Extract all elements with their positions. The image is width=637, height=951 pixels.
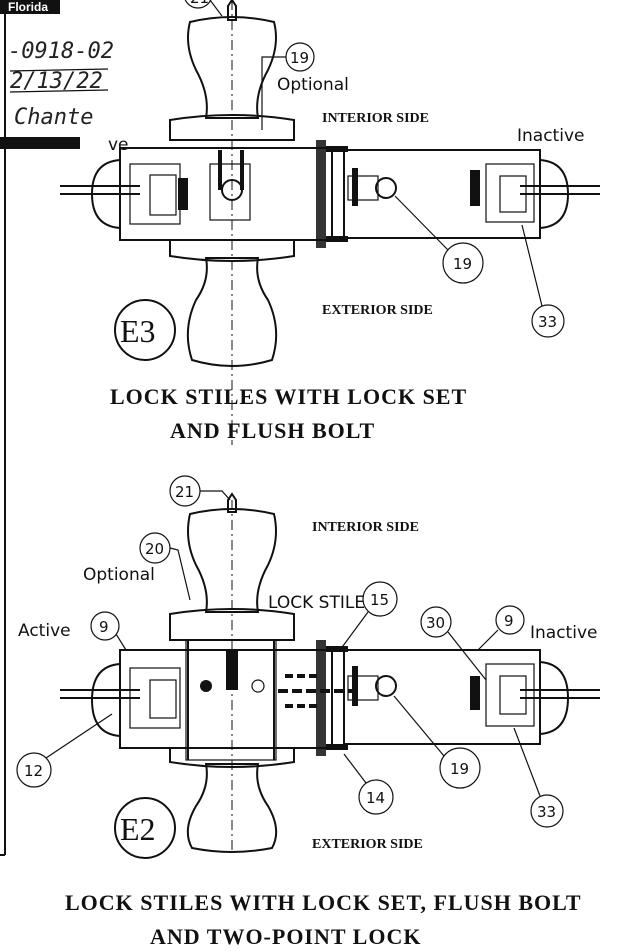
e2-label-30: 30 xyxy=(426,614,445,632)
stamp-line-2: -0918-02 xyxy=(8,39,114,64)
stamp-line-1: Florida xyxy=(8,0,48,14)
e2-label-9-left: 9 xyxy=(99,618,109,636)
e3-label-19: 19 xyxy=(453,255,472,273)
e2-optional: Optional xyxy=(83,565,155,585)
e2-label-33: 33 xyxy=(537,803,556,821)
e3-badge: E3 xyxy=(120,313,156,349)
diagram-e2: 21 INTERIOR SIDE 20 Optional LOCK STILE … xyxy=(16,475,600,949)
e2-inactive: Inactive xyxy=(530,623,597,643)
e3-bottom-knob xyxy=(169,239,295,367)
e2-bottom-knob xyxy=(169,747,295,853)
e3-label-33: 33 xyxy=(538,313,557,331)
e3-label-21: 21 xyxy=(190,0,209,7)
e3-caption-line-1: LOCK STILES WITH LOCK SET xyxy=(110,384,467,409)
e2-interior-side: INTERIOR SIDE xyxy=(312,520,419,535)
e2-caption-line-1: LOCK STILES WITH LOCK SET, FLUSH BOLT xyxy=(65,890,582,915)
e2-label-12: 12 xyxy=(24,762,43,780)
e2-lock-stile: LOCK STILE xyxy=(268,593,365,613)
e2-top-knob xyxy=(169,492,295,641)
e2-stile-section xyxy=(60,639,600,761)
e2-caption-line-2: AND TWO-POINT LOCK xyxy=(150,924,421,949)
e3-inactive: Inactive xyxy=(517,126,584,146)
e3-caption-line-2: AND FLUSH BOLT xyxy=(170,418,375,443)
e2-active: Active xyxy=(18,621,71,641)
e3-stile-section xyxy=(60,140,600,248)
e3-top-knob xyxy=(169,0,295,141)
e3-optional: Optional xyxy=(277,75,349,95)
e3-interior-side: INTERIOR SIDE xyxy=(322,111,429,126)
e3-label-19-top: 19 xyxy=(290,49,309,67)
e2-exterior-side: EXTERIOR SIDE xyxy=(312,837,423,852)
e2-label-21: 21 xyxy=(175,483,194,501)
e2-label-14: 14 xyxy=(366,789,385,807)
stamp-signature: Chante xyxy=(14,105,93,130)
e2-label-20: 20 xyxy=(145,540,164,558)
e2-label-19: 19 xyxy=(450,760,469,778)
e2-label-9-right: 9 xyxy=(504,612,514,630)
e2-badge: E2 xyxy=(120,811,156,847)
e3-active-partial: ve xyxy=(108,135,129,155)
e2-label-15: 15 xyxy=(370,591,389,609)
diagram-e3: 21 19 Optional INTERIOR SIDE Inactive ve xyxy=(60,0,600,445)
e3-exterior-side: EXTERIOR SIDE xyxy=(322,303,433,318)
approval-stamp: Florida -0918-02 2/13/22 Chante xyxy=(0,0,114,856)
